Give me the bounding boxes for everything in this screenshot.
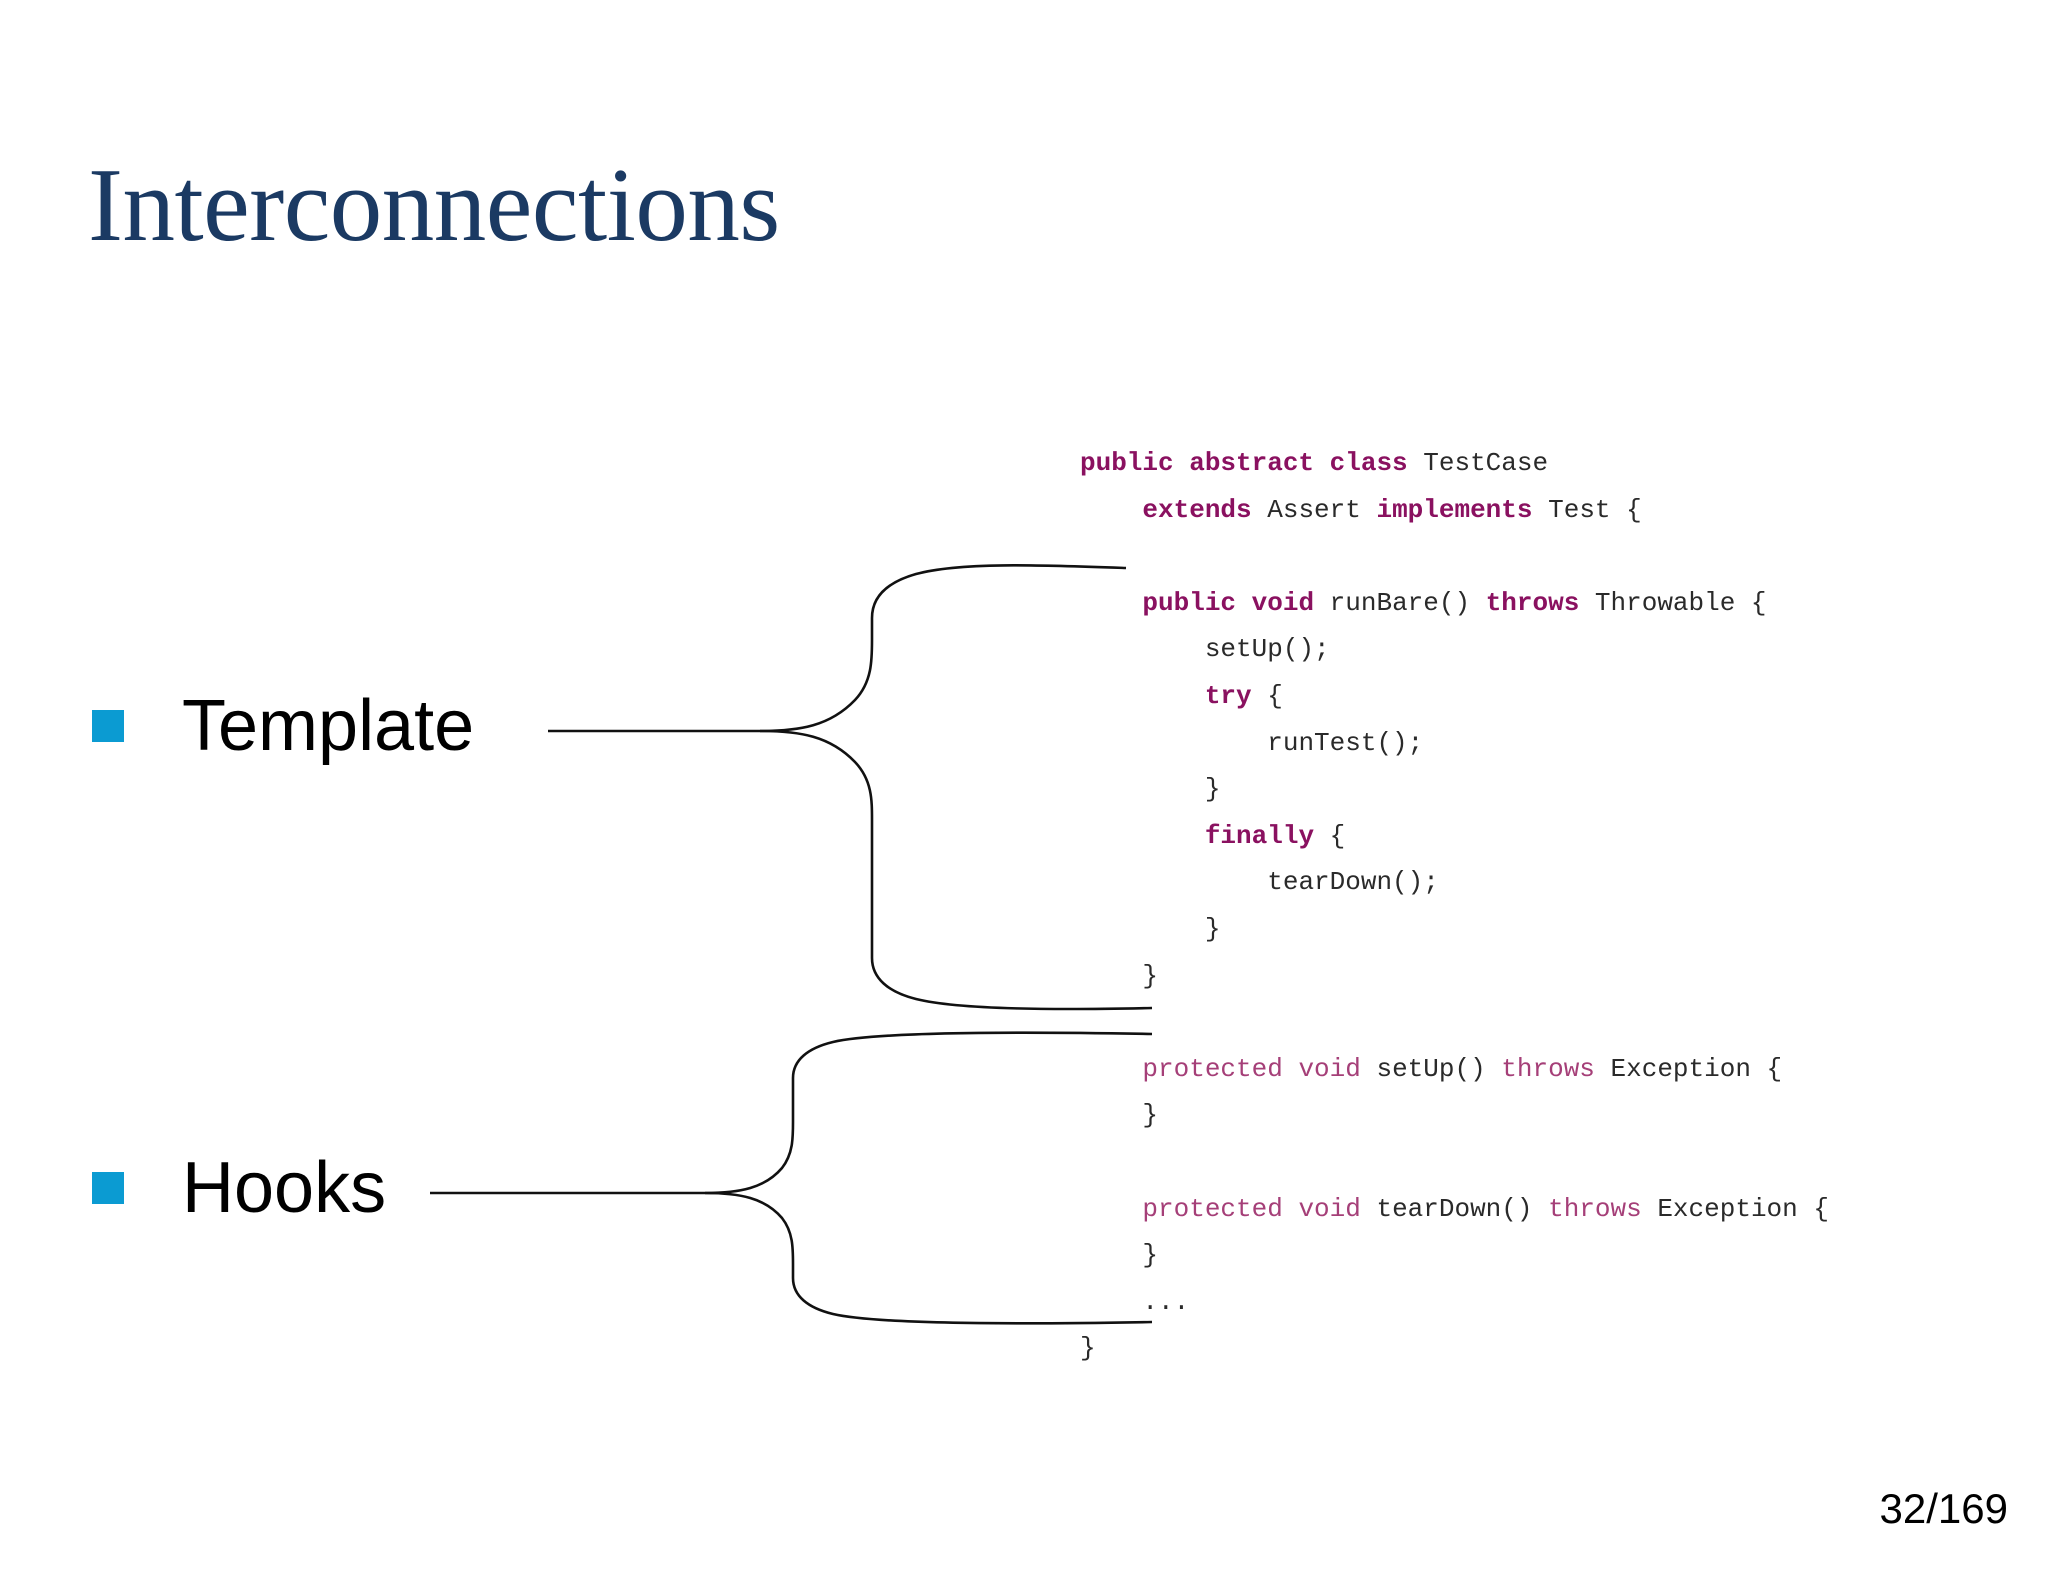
code-indent xyxy=(1080,1194,1142,1224)
code-line: ... xyxy=(1080,1279,1829,1326)
code-token-plain: } xyxy=(1142,1100,1159,1131)
code-line: extends Assert implements Test { xyxy=(1080,487,1829,534)
code-line xyxy=(1080,533,1829,580)
code-line: public abstract class TestCase xyxy=(1080,440,1829,487)
bullet-item-template[interactable]: Template xyxy=(92,690,474,762)
page-title: Interconnections xyxy=(88,146,780,263)
code-indent xyxy=(1080,914,1205,944)
code-token-plain: } xyxy=(1142,1240,1159,1271)
template-brace xyxy=(759,564,1127,733)
code-token-keyword: public abstract class xyxy=(1080,448,1424,478)
code-line: runTest(); xyxy=(1080,720,1829,767)
code-indent xyxy=(1080,774,1205,804)
code-token-plain: Test { xyxy=(1548,494,1642,525)
square-bullet-icon xyxy=(92,1172,124,1204)
code-line: } xyxy=(1080,953,1829,1000)
code-token-plain: Assert xyxy=(1267,494,1377,525)
code-token-plain: { xyxy=(1314,820,1346,851)
code-token-plain: } xyxy=(1080,1333,1096,1364)
code-token-plain: { xyxy=(1251,680,1283,711)
code-indent xyxy=(1080,867,1267,897)
bullet-label-hooks: Hooks xyxy=(182,1148,387,1228)
code-token-keyword: finally xyxy=(1204,820,1315,851)
code-token-plain: Throwable { xyxy=(1594,587,1767,618)
code-token-keyword: try xyxy=(1204,680,1252,711)
code-token-plain: setUp(); xyxy=(1204,634,1330,665)
code-token-plain: } xyxy=(1204,774,1221,805)
code-token-plain: TestCase xyxy=(1423,448,1549,478)
code-line xyxy=(1080,1139,1829,1186)
code-token-plain: Exception { xyxy=(1610,1053,1783,1084)
bullet-item-hooks[interactable]: Hooks xyxy=(92,1152,386,1224)
code-indent xyxy=(1080,634,1205,664)
code-line: finally { xyxy=(1080,813,1829,860)
code-indent xyxy=(1080,1287,1142,1317)
code-token-keyword: protected void xyxy=(1142,1053,1377,1084)
page-number: 32/169 xyxy=(1879,1485,2008,1532)
code-line: } xyxy=(1080,766,1829,813)
code-indent xyxy=(1080,821,1205,851)
code-listing: public abstract class TestCase extends A… xyxy=(1080,440,1829,1372)
code-line: try { xyxy=(1080,673,1829,720)
code-line: } xyxy=(1080,1092,1829,1139)
code-token-plain: runTest(); xyxy=(1267,727,1424,758)
code-line xyxy=(1080,999,1829,1046)
code-indent xyxy=(1080,681,1205,711)
code-token-plain: } xyxy=(1204,913,1221,944)
code-line: } xyxy=(1080,906,1829,953)
square-bullet-icon xyxy=(92,710,124,742)
code-indent xyxy=(1080,1100,1142,1130)
code-token-plain: setUp() xyxy=(1376,1053,1502,1084)
code-indent xyxy=(1080,1240,1142,1270)
code-token-keyword: extends xyxy=(1142,494,1268,525)
code-token-keyword: protected void xyxy=(1142,1193,1377,1224)
code-indent xyxy=(1080,588,1142,618)
code-token-plain: tearDown(); xyxy=(1267,867,1439,898)
code-token-keyword: throws xyxy=(1548,1193,1658,1224)
code-line: tearDown(); xyxy=(1080,859,1829,906)
code-token-keyword: throws xyxy=(1501,1053,1611,1084)
code-token-plain: ... xyxy=(1142,1286,1190,1317)
code-token-plain: tearDown() xyxy=(1376,1193,1549,1224)
code-line: public void runBare() throws Throwable { xyxy=(1080,580,1829,627)
code-token-plain: } xyxy=(1142,960,1159,991)
code-token-keyword: public void xyxy=(1142,587,1330,618)
code-token-keyword: throws xyxy=(1485,587,1595,618)
code-line: protected void tearDown() throws Excepti… xyxy=(1080,1186,1829,1233)
code-line: } xyxy=(1080,1325,1829,1372)
code-line: protected void setUp() throws Exception … xyxy=(1080,1046,1829,1093)
code-token-keyword: implements xyxy=(1376,494,1549,525)
code-token-plain: runBare() xyxy=(1329,587,1486,618)
code-indent xyxy=(1080,495,1142,525)
code-line: } xyxy=(1080,1232,1829,1279)
code-indent xyxy=(1080,1054,1142,1084)
code-indent xyxy=(1080,961,1142,991)
code-line: setUp(); xyxy=(1080,626,1829,673)
bullet-label-template: Template xyxy=(182,686,475,766)
code-indent xyxy=(1080,728,1267,758)
code-token-plain: Exception { xyxy=(1657,1193,1829,1224)
